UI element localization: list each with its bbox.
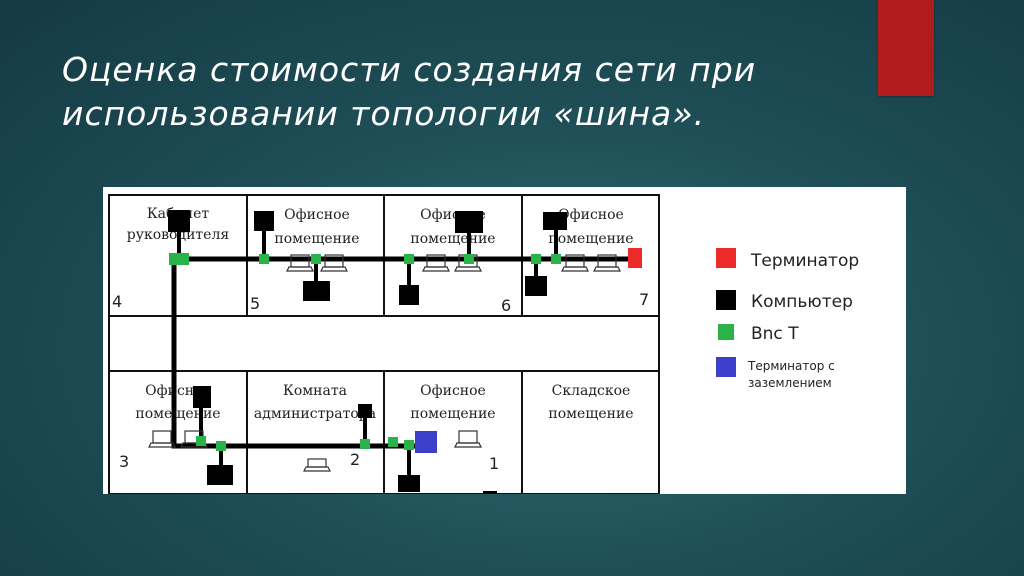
room5-number: 5	[250, 294, 260, 313]
legend-computer-label: Компьютер	[751, 292, 853, 312]
legend-grounded-terminator-line2: заземлением	[748, 376, 832, 390]
bnc-t-icon	[464, 254, 474, 264]
computer-icon	[303, 281, 330, 301]
room3-label-line2: помещение	[135, 406, 220, 422]
room8-label-line2: помещение	[548, 406, 633, 422]
laptop-icon	[561, 254, 589, 272]
grounded-terminator-icon	[415, 431, 437, 453]
room7-number: 7	[639, 290, 649, 309]
room3-number: 3	[119, 452, 129, 471]
bnc-t-icon	[311, 254, 321, 264]
laptop-icon	[454, 430, 482, 448]
computer-icon	[483, 491, 497, 494]
room5-label-line2: помещение	[274, 231, 359, 247]
bnc-t-icon	[388, 437, 398, 447]
legend-bnc-t-label: Bnc T	[751, 324, 799, 344]
bnc-t-icon	[169, 253, 181, 265]
room6-number: 6	[501, 296, 511, 315]
room8-label-line1: Складское	[552, 383, 631, 399]
computer-icon	[358, 404, 372, 418]
computer-icon	[193, 386, 211, 408]
bnc-t-icon	[360, 439, 370, 449]
accent-block	[878, 0, 934, 96]
room-grid	[108, 194, 660, 494]
bnc-t-icon	[196, 436, 206, 446]
computer-icon	[543, 212, 567, 230]
computer-icon	[398, 475, 420, 492]
computer-icon	[254, 211, 274, 231]
legend-terminator-label: Терминатор	[750, 251, 859, 271]
computer-icon	[525, 276, 547, 296]
computer-icon	[399, 285, 419, 305]
laptop-icon	[320, 254, 348, 272]
legend: Терминатор Компьютер Bnc T Терминатор с …	[716, 248, 859, 390]
terminator-icon	[628, 248, 642, 268]
laptop-icon	[286, 254, 314, 272]
room2-number: 2	[350, 450, 360, 469]
network-floor-plan: Кабинет руководителя Офисное помещение О…	[108, 194, 859, 494]
slide-title-line2: использовании топологии «шина».	[62, 94, 706, 133]
laptop-icon	[593, 254, 621, 272]
slide-title-line1: Оценка стоимости создания сети при	[62, 50, 757, 89]
room2-label-line1: Комната	[283, 383, 347, 399]
legend-grounded-terminator-swatch	[716, 357, 736, 377]
laptop-icon	[422, 254, 450, 272]
room2-label-line2: администратора	[254, 406, 376, 422]
bnc-t-icon	[404, 440, 414, 450]
bnc-t-icon	[181, 253, 189, 265]
room1-label-line1: Офисное	[420, 383, 486, 399]
bnc-t-icon	[216, 441, 226, 451]
room6-label-line2: помещение	[410, 231, 495, 247]
room4-number: 4	[112, 292, 122, 311]
bnc-t-connectors	[169, 253, 561, 451]
room1-number: 1	[489, 454, 499, 473]
computer-icon	[168, 210, 190, 232]
room1-label-line2: помещение	[410, 406, 495, 422]
room-numbers: 4 5 6 7 3 2 1	[112, 290, 649, 473]
legend-bnc-t-swatch	[718, 324, 734, 340]
diagram-panel: Кабинет руководителя Офисное помещение О…	[103, 187, 906, 494]
room7-label-line1: Офисное	[558, 207, 624, 223]
computer-icon	[455, 211, 483, 233]
legend-grounded-terminator-line1: Терминатор с	[747, 359, 835, 373]
bnc-t-icon	[551, 254, 561, 264]
bnc-t-icon	[259, 254, 269, 264]
legend-terminator-swatch	[716, 248, 736, 268]
legend-computer-swatch	[716, 290, 736, 310]
laptop-icon	[148, 430, 176, 448]
computer-icon	[207, 465, 233, 485]
bnc-t-icon	[404, 254, 414, 264]
slide-title: Оценка стоимости создания сети при испол…	[62, 48, 862, 136]
bnc-t-icon	[531, 254, 541, 264]
computers	[168, 210, 567, 494]
room-labels: Кабинет руководителя Офисное помещение О…	[127, 206, 634, 422]
room5-label-line1: Офисное	[284, 207, 350, 223]
laptop-icon	[303, 458, 331, 472]
room7-label-line2: помещение	[548, 231, 633, 247]
